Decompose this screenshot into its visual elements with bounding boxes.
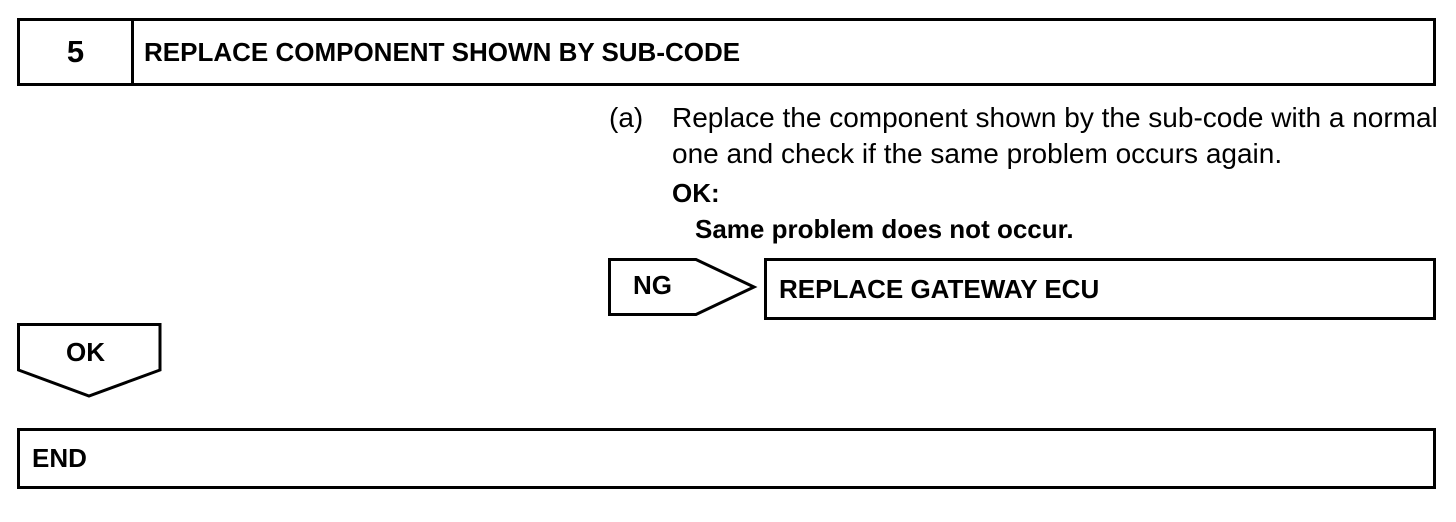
step-number: 5	[20, 21, 134, 83]
instruction-marker: (a)	[609, 102, 644, 133]
end-box: END	[17, 428, 1436, 489]
end-text: END	[32, 443, 87, 473]
step-title: REPLACE COMPONENT SHOWN BY SUB-CODE	[144, 36, 741, 67]
ng-arrow-shape	[608, 258, 758, 316]
instruction-text: Replace the component shown by the sub-c…	[672, 102, 1438, 169]
ng-result-box: REPLACE GATEWAY ECU	[764, 258, 1436, 320]
ok-criteria-text: Same problem does not occur.	[695, 214, 1074, 244]
ng-label: NG	[633, 270, 672, 300]
ok-criteria-label: OK:	[672, 178, 720, 208]
step-header: 5 REPLACE COMPONENT SHOWN BY SUB-CODE	[17, 18, 1436, 86]
ok-arrow-shape	[17, 323, 162, 398]
ng-result-text: REPLACE GATEWAY ECU	[779, 273, 1100, 304]
ok-label: OK	[66, 337, 105, 367]
